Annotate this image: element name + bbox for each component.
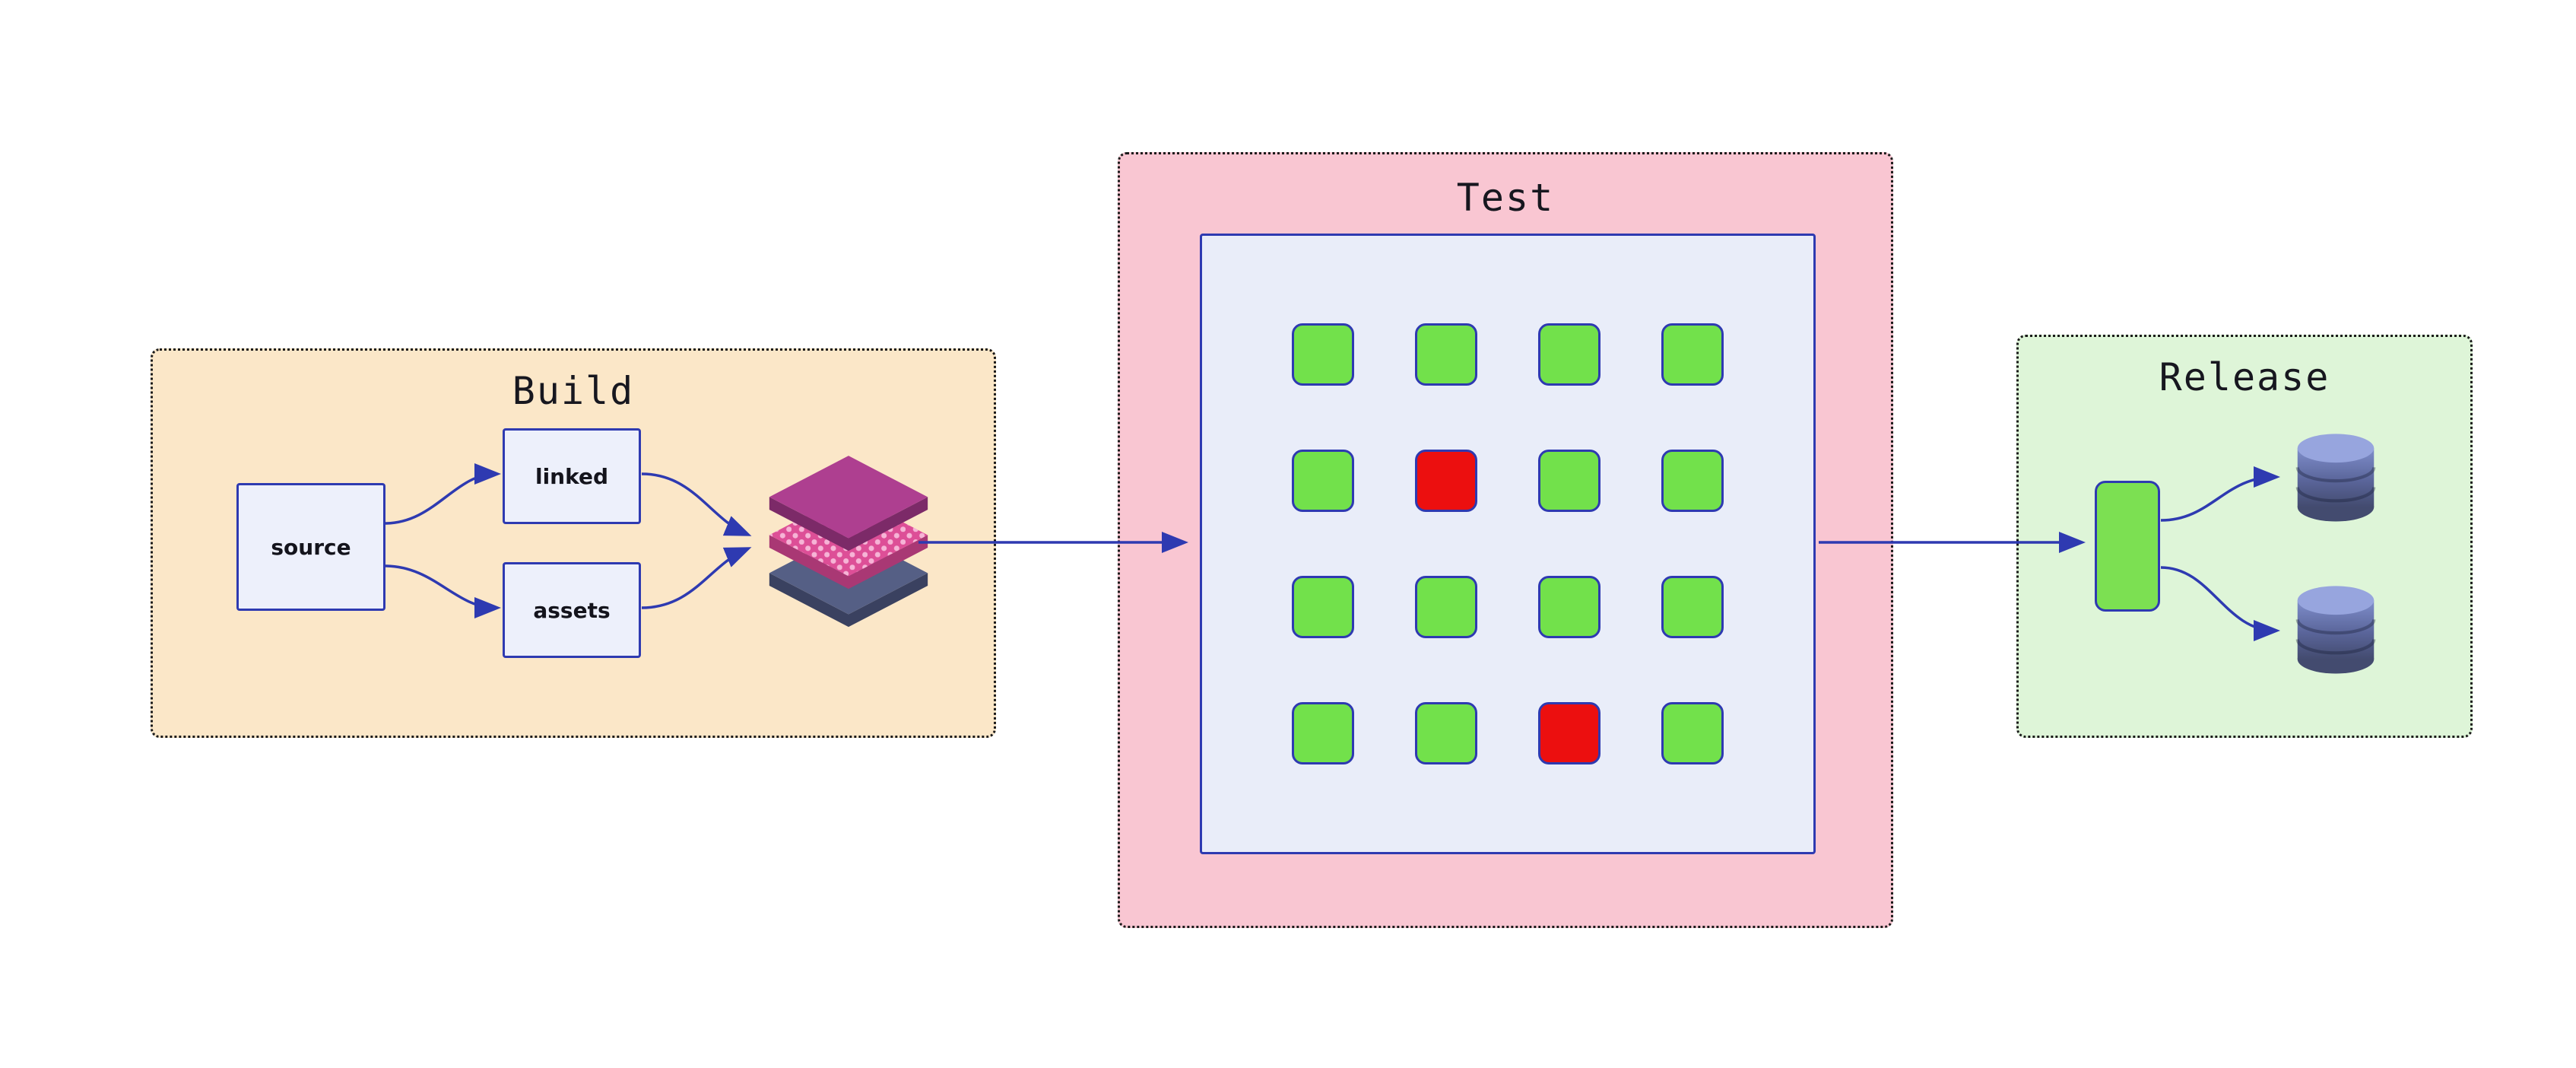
assets-node: assets <box>503 562 641 658</box>
stack-top-rim <box>769 497 928 551</box>
build-panel-title: Build <box>512 369 635 413</box>
test-cell-r4c4 <box>1661 702 1724 764</box>
test-grid <box>1202 236 1813 852</box>
test-cell-r3c1 <box>1292 576 1354 638</box>
db-top-ellipse <box>2297 586 2375 615</box>
db-top-ellipse <box>2297 434 2375 463</box>
test-cell-r1c4 <box>1661 323 1724 386</box>
db-separator <box>2295 487 2376 503</box>
test-cell-r4c2 <box>1415 702 1477 764</box>
stack-middle-rim <box>769 535 928 590</box>
db-separator <box>2295 639 2376 655</box>
build-panel: Build source linked assets <box>151 348 996 738</box>
test-cell-r2c2 <box>1415 450 1477 512</box>
db-separator <box>2295 467 2376 483</box>
assets-node-label: assets <box>533 597 611 623</box>
linked-node: linked <box>503 428 641 524</box>
test-cell-r4c3 <box>1538 702 1600 764</box>
test-cell-r2c1 <box>1292 450 1354 512</box>
release-panel-title: Release <box>2159 355 2330 399</box>
artifact-node <box>2095 481 2160 612</box>
test-cell-r4c1 <box>1292 702 1354 764</box>
test-cell-r3c3 <box>1538 576 1600 638</box>
test-cell-r2c4 <box>1661 450 1724 512</box>
layers-stack-icon <box>769 456 928 628</box>
database-icon <box>2295 434 2376 522</box>
test-cell-r3c4 <box>1661 576 1724 638</box>
release-panel: Release <box>2016 335 2473 738</box>
test-panel-title: Test <box>1456 176 1555 220</box>
database-icon <box>2295 586 2376 674</box>
test-cell-r1c2 <box>1415 323 1477 386</box>
test-cell-r2c3 <box>1538 450 1600 512</box>
db-separator <box>2295 619 2376 635</box>
source-node-label: source <box>271 534 351 560</box>
stack-bottom-rim <box>769 573 928 628</box>
test-cell-r1c3 <box>1538 323 1600 386</box>
test-cell-r1c1 <box>1292 323 1354 386</box>
source-node: source <box>236 483 385 611</box>
test-cell-r3c2 <box>1415 576 1477 638</box>
linked-node-label: linked <box>535 463 609 489</box>
test-panel: Test <box>1118 152 1893 928</box>
test-results-box <box>1200 234 1816 854</box>
